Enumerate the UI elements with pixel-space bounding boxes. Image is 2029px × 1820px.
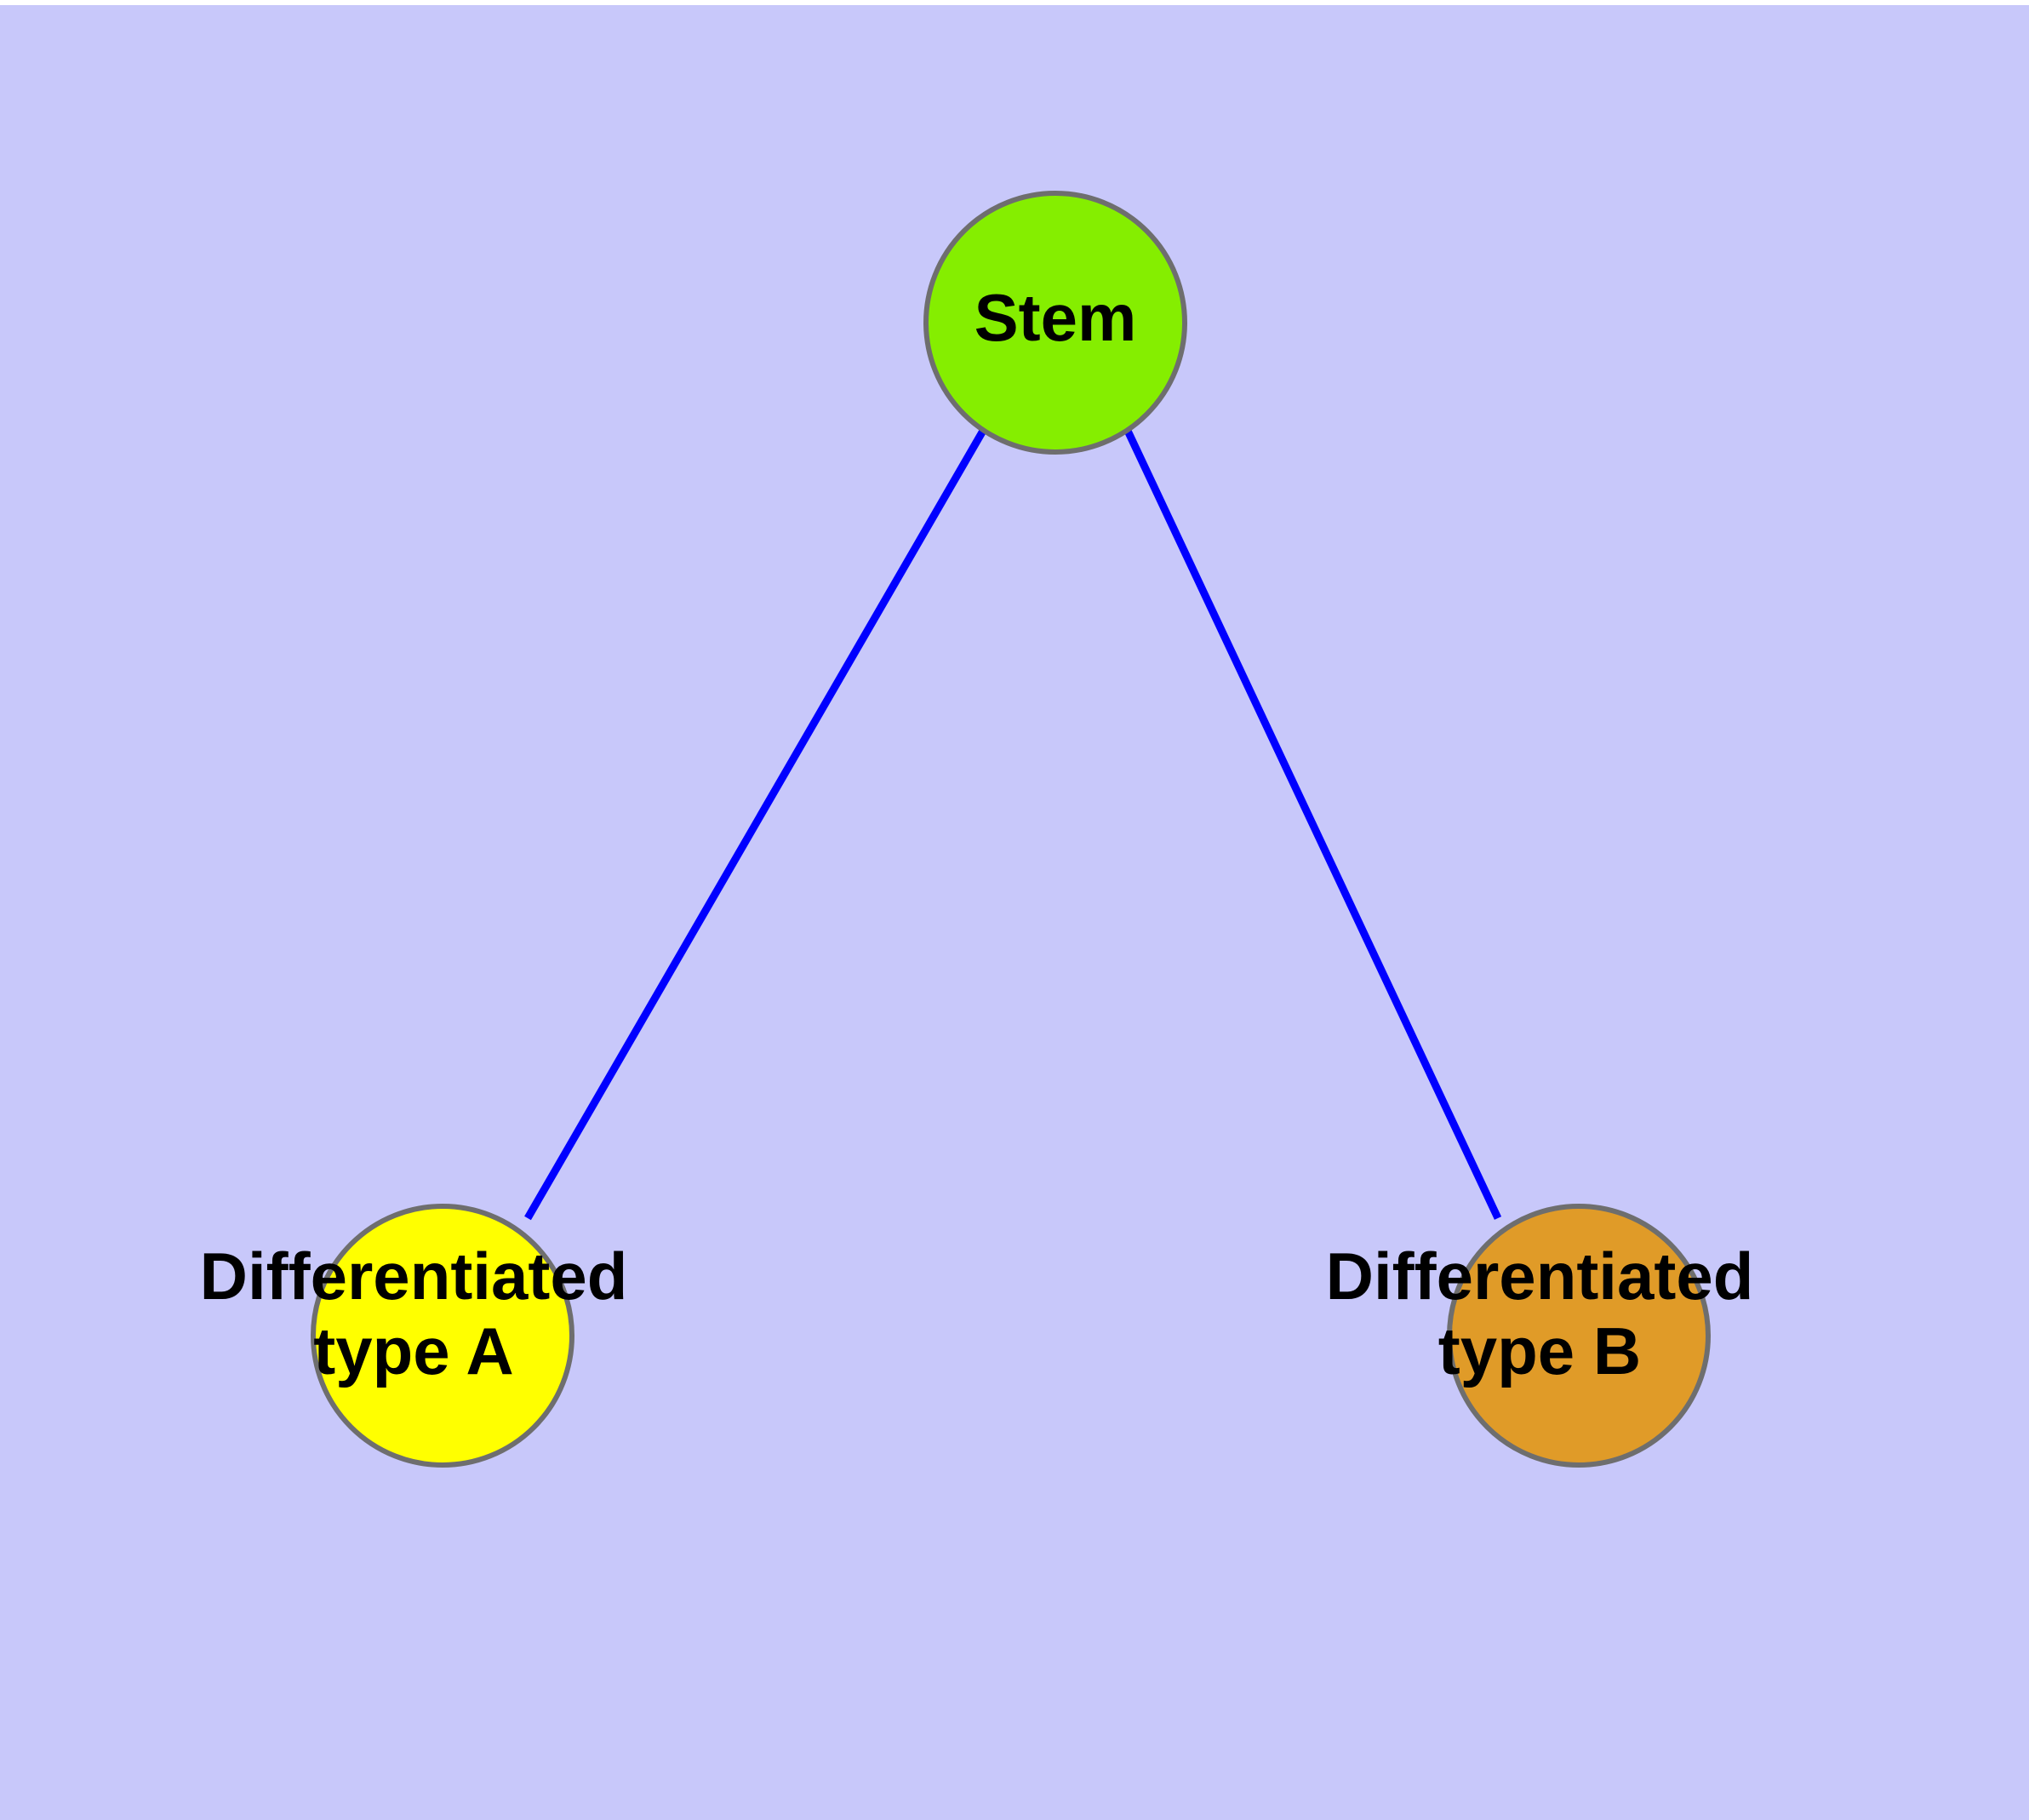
- label-line: Differentiated: [1326, 1239, 1754, 1313]
- graph-edge-stem-to-diff-b: [1123, 429, 1502, 1220]
- graph-node-diff_a[interactable]: [311, 1204, 574, 1468]
- label-line: type A: [313, 1313, 514, 1388]
- label-line: Stem: [974, 280, 1137, 355]
- label-line: type B: [1438, 1313, 1641, 1388]
- graph-node-diff_b[interactable]: [1447, 1204, 1711, 1468]
- edges-group: [524, 428, 1502, 1221]
- graph-node-stem[interactable]: [923, 191, 1187, 455]
- label-line: Differentiated: [200, 1239, 628, 1313]
- graph-node-label-stem: Stem: [974, 280, 1137, 355]
- graph-edge-stem-to-diff-a: [524, 428, 986, 1221]
